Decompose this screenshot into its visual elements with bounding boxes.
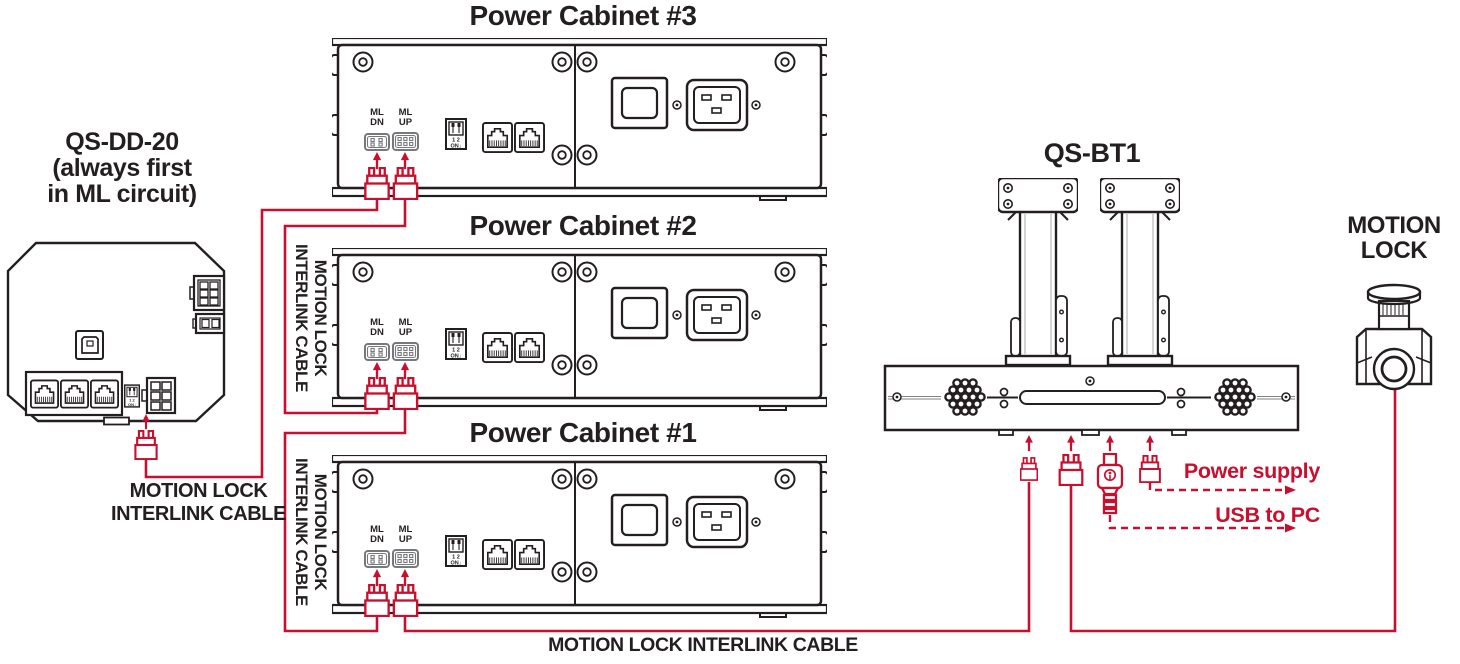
power-cabinet-1-title: Power Cabinet #1	[469, 417, 697, 448]
ml-socket	[145, 376, 177, 415]
cable-label-vertical-bottom: MOTION LOCK INTERLINK CABLE	[290, 436, 330, 628]
arrow-up-icon	[1023, 435, 1035, 452]
cable-label-vertical-top: MOTION LOCK INTERLINK CABLE	[290, 222, 330, 414]
motion-lock-device	[1355, 283, 1433, 391]
cable-qsdd-to-cab3	[144, 200, 379, 479]
cable-cab2-to-cab1	[283, 410, 407, 633]
cable-label-left: MOTION LOCK INTERLINK CABLE	[101, 480, 296, 526]
power-supply-line	[1148, 483, 1286, 492]
qs-dd-20-title-line: QS-DD-20	[65, 128, 179, 156]
cable-cab1-to-qsbt1	[403, 482, 1031, 633]
qs-dd-20-device	[6, 241, 226, 460]
usb-line	[1108, 515, 1286, 530]
rj45-port	[90, 379, 119, 409]
cable-label-line: INTERLINK CABLE	[292, 458, 311, 606]
arrow-up-icon	[1104, 435, 1116, 452]
actuator-tower	[998, 178, 1078, 366]
aux-connector-6pin	[189, 274, 226, 312]
motion-lock-title-line: MOTION	[1347, 212, 1441, 239]
handle-slot	[1019, 390, 1166, 405]
power-cabinet-2-graphic	[331, 248, 828, 410]
arrow-right-icon	[1285, 523, 1296, 533]
motion-lock-cables	[144, 200, 1397, 633]
power-cabinet-3-title: Power Cabinet #3	[469, 0, 697, 31]
rj45-port	[60, 379, 89, 409]
qs-dd-20-title-line: in ML circuit)	[47, 180, 197, 208]
ml-interlink-plug	[1020, 457, 1038, 481]
motion-lock-title: MOTION LOCK	[1324, 213, 1460, 263]
dip-switch	[124, 384, 140, 408]
actuator-tower	[1100, 178, 1180, 366]
cable-label-line: INTERLINK CABLE	[292, 244, 311, 392]
cable-label-line: MOTION LOCK	[311, 259, 330, 377]
cable-label-line: MOTION LOCK	[311, 473, 330, 591]
cable-qsbt1-to-motionlock	[1069, 372, 1397, 633]
ml-interlink-plug	[134, 430, 158, 460]
ml-interlink-plug	[1058, 454, 1084, 486]
qs-bt1-title: QS-BT1	[1043, 138, 1141, 168]
aux-connector-2pin	[192, 312, 226, 335]
qs-bt1-connections	[1020, 435, 1161, 515]
rj45-port	[30, 379, 59, 409]
power-cabinet-2-title: Power Cabinet #2	[469, 210, 697, 241]
cable-label-line: INTERLINK CABLE	[110, 503, 287, 525]
usb-plug	[1096, 453, 1124, 515]
motion-lock-title-line: LOCK	[1360, 237, 1428, 264]
usb-b-port	[75, 330, 104, 360]
cable-label-bottom: MOTION LOCK INTERLINK CABLE	[548, 634, 858, 656]
estop-mushroom-cap	[1366, 283, 1422, 301]
arrow-up-icon	[1144, 435, 1156, 452]
power-cabinet-3-graphic	[331, 38, 828, 200]
qs-bt1-device	[883, 178, 1300, 436]
qs-dd-20-title: QS-DD-20 (always first in ML circuit)	[22, 129, 222, 207]
usb-to-pc-label: USB to PC	[1215, 503, 1320, 527]
power-cabinet-1-graphic	[331, 455, 828, 617]
arrow-up-icon	[1065, 435, 1077, 452]
arrow-right-icon	[1285, 485, 1296, 495]
qs-dd-20-title-line: (always first	[52, 154, 192, 182]
power-supply-label: Power supply	[1183, 459, 1320, 483]
cable-label-line: MOTION LOCK	[129, 480, 268, 502]
dashed-connection-lines	[1108, 483, 1286, 530]
cable-cab3-to-cab2	[283, 200, 407, 415]
